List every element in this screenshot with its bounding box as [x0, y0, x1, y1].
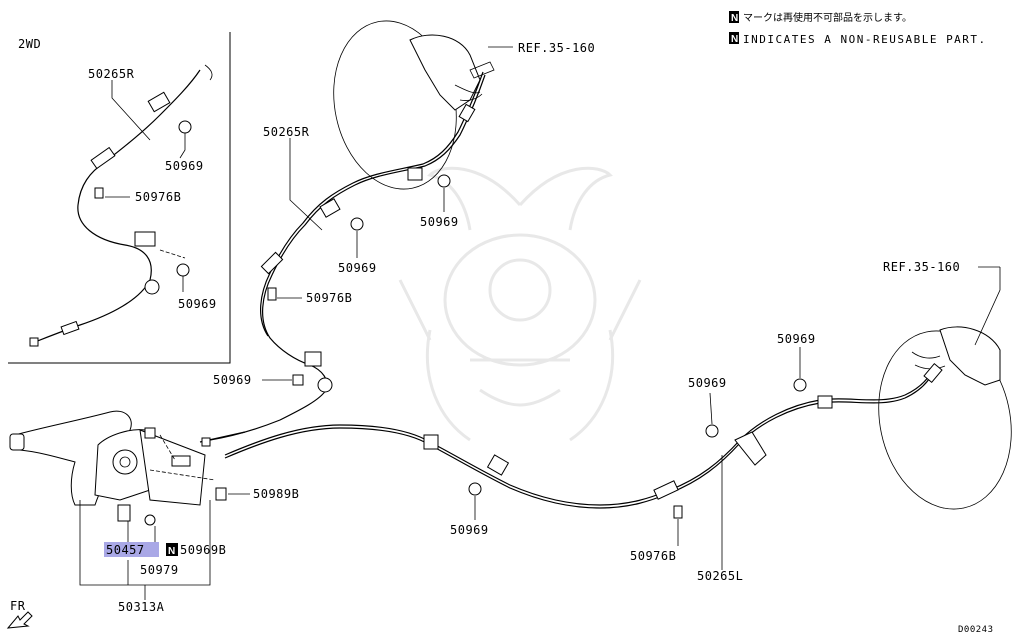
clip-50969-a[interactable]: [437, 174, 451, 188]
label-50265l: 50265L: [697, 569, 743, 583]
inset-clip-bottom[interactable]: [176, 263, 190, 277]
n-badge-lever: [166, 543, 178, 556]
label-50969-f: 50969: [450, 523, 489, 537]
lever-part-50457[interactable]: [117, 504, 131, 522]
inset-cable[interactable]: [34, 69, 201, 343]
brake-drum-right: [878, 326, 1012, 510]
label-50976b-b: 50976B: [630, 549, 676, 563]
lever-bracket: [171, 455, 191, 467]
brake-shoe-upper: [409, 34, 481, 111]
clip-50969-f[interactable]: [793, 378, 807, 392]
label-50969-c: 50969: [213, 373, 252, 387]
n-badge-en-text: N: [731, 34, 738, 45]
fitting-r-1: [458, 103, 476, 123]
bracket-l-3: [817, 395, 833, 409]
label-50989b: 50989B: [253, 487, 299, 501]
inset-fitting: [90, 146, 116, 170]
inset-label-bolt: 50976B: [135, 190, 181, 204]
fr-arrow-icon: [6, 611, 33, 629]
inset-label-clip-top: 50969: [165, 159, 204, 173]
lever-bolt-50989b[interactable]: [215, 487, 227, 501]
part-labels: REF.35-160 REF.35-160 50265R 50969 50969…: [6, 41, 994, 635]
fitting-l-2: [653, 480, 679, 500]
n-badge-jp-text: N: [731, 13, 738, 24]
clip-50969-d[interactable]: [468, 482, 482, 496]
bracket-r-2: [319, 198, 341, 218]
inset-label-cable: 50265R: [88, 67, 135, 81]
brake-drum-upper: [333, 20, 495, 190]
fitting-l-1: [423, 434, 439, 450]
n-badge-jp: [729, 11, 739, 23]
bracket-r-1: [407, 167, 423, 181]
clip-50969-b[interactable]: [350, 217, 364, 231]
lever-base-plate: [139, 429, 206, 506]
inset-2wd: 2WD 50265R 50969 50976B 50969: [8, 32, 231, 364]
label-50969-e: 50969: [777, 332, 816, 346]
leader-lines: [79, 46, 1001, 600]
note-english: INDICATES A NON-REUSABLE PART.: [743, 33, 987, 46]
label-50969-d: 50969: [688, 376, 727, 390]
fitting-r-2: [260, 251, 284, 275]
label-50313a: 50313A: [118, 600, 165, 614]
clip-50969-e[interactable]: [705, 424, 719, 438]
label-50976b-a: 50976B: [306, 291, 352, 305]
brake-shoe-right: [939, 326, 1001, 386]
inset-bracket-top: [147, 91, 171, 113]
label-50969-b: 50969: [338, 261, 377, 275]
label-50457[interactable]: 50457: [106, 543, 145, 557]
note-japanese: マークは再使用不可部品を示します。: [743, 11, 912, 24]
inset-clip-top[interactable]: [178, 120, 192, 134]
bolt-50976b-a[interactable]: [267, 287, 277, 301]
n-badge-lever-text: N: [168, 546, 175, 557]
grommet-r: [317, 377, 333, 393]
highlight-50457: [104, 542, 159, 557]
inset-end-cap: [29, 337, 39, 347]
cable-50265r[interactable]: [209, 74, 486, 441]
lever-bolt-50979[interactable]: [144, 514, 156, 526]
label-50265r: 50265R: [263, 125, 310, 139]
label-50969b: 50969B: [180, 543, 226, 557]
parking-brake-lever[interactable]: [9, 410, 227, 526]
cable-50265l[interactable]: [224, 364, 936, 506]
lever-clip: [144, 427, 156, 439]
non-reusable-note: N マークは再使用不可部品を示します。 N INDICATES A NON-RE…: [729, 11, 987, 46]
bracket-l-2: [734, 431, 767, 466]
front-cable-end: [201, 437, 211, 447]
label-50979: 50979: [140, 563, 179, 577]
fitting-l-3: [923, 362, 943, 384]
inset-bolt[interactable]: [94, 187, 104, 199]
inset-bracket-mid: [134, 231, 156, 247]
bracket-l-1: [486, 454, 510, 476]
label-ref-top[interactable]: REF.35-160: [518, 41, 595, 55]
inset-end-fitting: [60, 320, 80, 336]
label-fr: FR: [10, 599, 26, 613]
n-badge-en: [729, 32, 739, 44]
inset-grommet: [144, 279, 160, 295]
inset-title: 2WD: [18, 37, 41, 51]
label-50969-a: 50969: [420, 215, 459, 229]
watermark-emblem: [398, 166, 642, 442]
inset-label-clip-bottom: 50969: [178, 297, 217, 311]
label-doc-code: D00243: [958, 625, 994, 635]
bolt-50976b-b[interactable]: [673, 505, 683, 519]
label-ref-right[interactable]: REF.35-160: [883, 260, 960, 274]
clip-50969-c[interactable]: [292, 374, 304, 386]
bracket-r-3: [304, 351, 322, 367]
